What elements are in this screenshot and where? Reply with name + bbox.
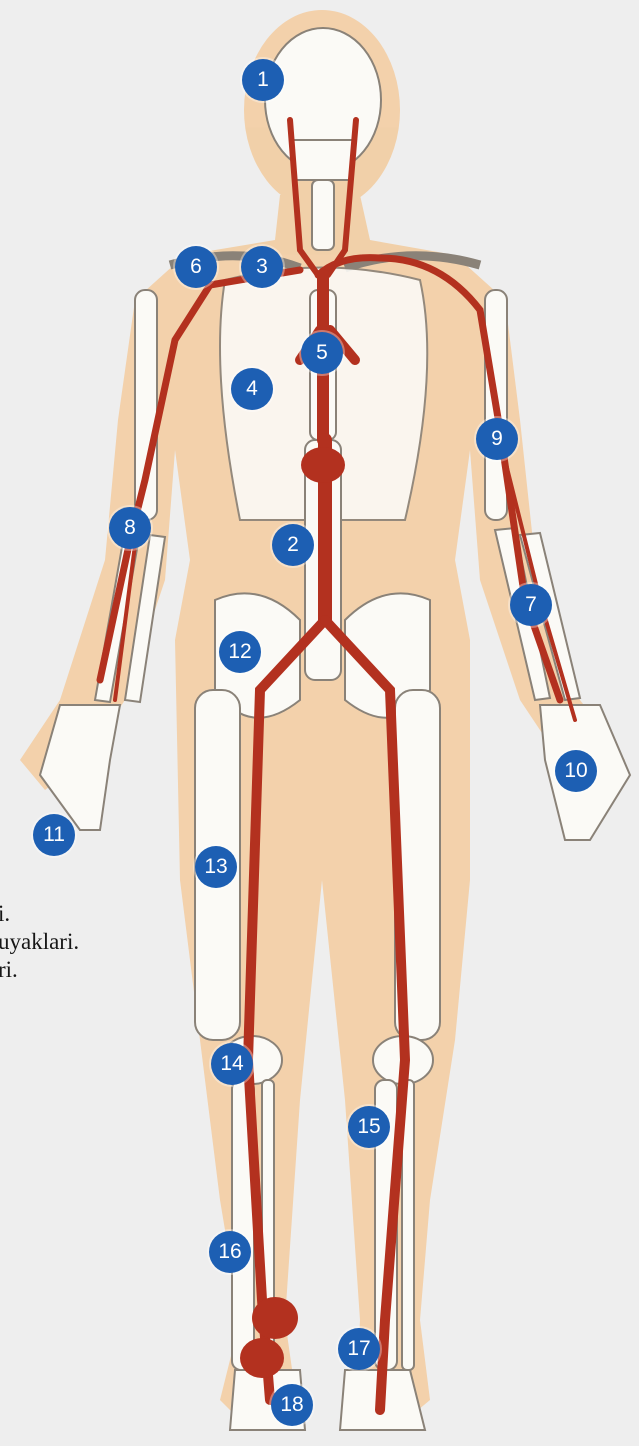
- marker-18: 18: [271, 1384, 313, 1426]
- marker-13: 13: [195, 846, 237, 888]
- caption-line-2: uyaklari.: [0, 930, 79, 953]
- marker-8: 8: [109, 507, 151, 549]
- marker-10: 10: [555, 750, 597, 792]
- caption-line-1: i.: [0, 902, 10, 925]
- marker-9: 9: [476, 418, 518, 460]
- marker-11: 11: [33, 814, 75, 856]
- marker-1: 1: [242, 59, 284, 101]
- marker-16: 16: [209, 1231, 251, 1273]
- marker-7: 7: [510, 584, 552, 626]
- marker-5: 5: [301, 332, 343, 374]
- marker-17: 17: [338, 1328, 380, 1370]
- marker-3: 3: [241, 246, 283, 288]
- marker-15: 15: [348, 1106, 390, 1148]
- marker-4: 4: [231, 368, 273, 410]
- marker-6: 6: [175, 246, 217, 288]
- marker-2: 2: [272, 524, 314, 566]
- marker-14: 14: [211, 1043, 253, 1085]
- marker-12: 12: [219, 631, 261, 673]
- caption-line-3: ri.: [0, 958, 18, 981]
